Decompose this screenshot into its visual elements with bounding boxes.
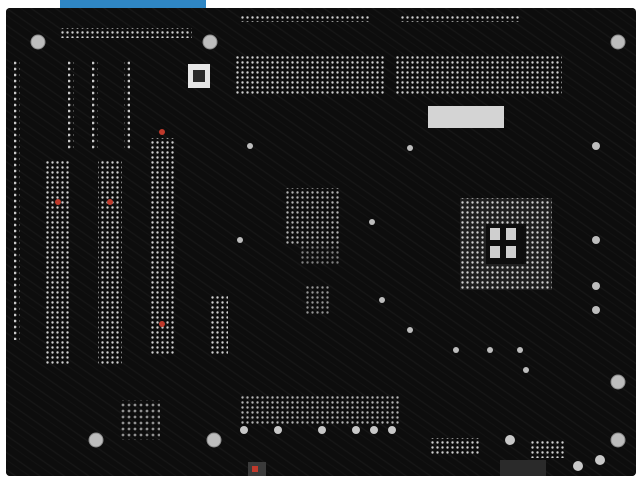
- rear-io-connectors: [248, 460, 546, 476]
- mount-hole: [88, 432, 104, 448]
- mount-hole: [610, 432, 626, 448]
- io-shield-edge: [60, 0, 206, 8]
- top-pin-row: [400, 16, 520, 22]
- bottom-header-pads: [240, 396, 400, 424]
- expansion-slot-pads: [98, 160, 122, 366]
- mount-hole: [202, 34, 218, 50]
- mount-hole: [610, 374, 626, 390]
- dimm-slot-pads: [236, 56, 386, 96]
- mount-hole: [206, 432, 222, 448]
- bottom-header-pads: [430, 438, 480, 454]
- chipset-pad-cluster: [286, 188, 340, 314]
- left-edge-vias: [14, 60, 20, 340]
- mounting-holes: [30, 34, 626, 448]
- scattered-pads: [237, 142, 600, 373]
- dimm-slot-pads: [394, 56, 562, 96]
- expansion-slot-pads: [150, 138, 174, 354]
- pad-column: [92, 60, 98, 150]
- pad-column: [68, 60, 74, 150]
- expansion-slot-pads: [46, 160, 70, 366]
- bottom-header-pads: [530, 440, 564, 458]
- slot-pads-small: [210, 296, 228, 356]
- cpu-socket-pads: [460, 198, 552, 290]
- bottom-left-pads: [120, 400, 160, 440]
- mount-hole: [610, 34, 626, 50]
- top-pin-row: [240, 16, 370, 22]
- mount-hole: [30, 34, 46, 50]
- red-markers: [55, 129, 165, 327]
- top-pin-header: [60, 28, 192, 38]
- serial-label-sticker: [428, 106, 504, 128]
- pad-column: [124, 60, 130, 150]
